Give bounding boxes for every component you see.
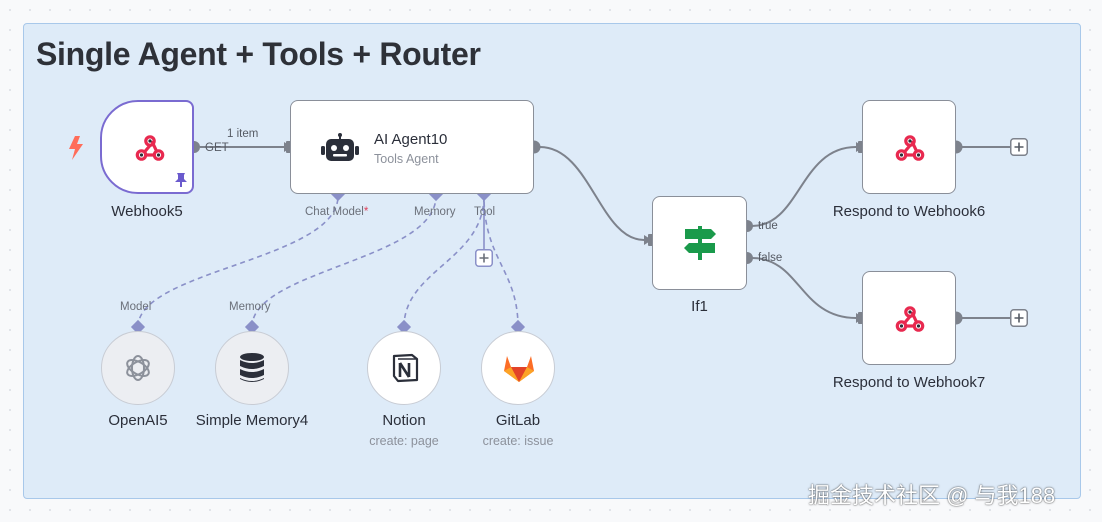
respond-webhook6-node[interactable] — [862, 100, 956, 194]
if-true-label: true — [758, 220, 778, 232]
notion-node[interactable] — [367, 331, 441, 405]
required-asterisk: * — [363, 206, 369, 218]
webhook-icon — [895, 135, 925, 161]
notion-subtitle: create: page — [369, 434, 439, 448]
tool-port-label: Tool — [474, 206, 496, 218]
pin-icon — [175, 173, 187, 187]
notion-icon — [392, 353, 419, 383]
memory4-port-label: Memory — [229, 301, 271, 313]
respond-webhook6-label: Respond to Webhook6 — [832, 203, 986, 220]
if1-label: If1 — [691, 298, 708, 315]
edge-item-count-label: 1 item — [227, 128, 259, 140]
gitlab-node[interactable] — [481, 331, 555, 405]
if1-node[interactable] — [652, 196, 747, 290]
edge-method-label: GET — [205, 142, 229, 154]
ai-agent-node[interactable] — [290, 100, 534, 194]
simple-memory4-node[interactable] — [215, 331, 289, 405]
openai5-label: OpenAI5 — [108, 412, 168, 429]
add-node-after-respond7-button[interactable] — [1010, 309, 1028, 327]
sticky-note-title: Single Agent + Tools + Router — [36, 36, 481, 72]
if-false-label: false — [758, 252, 783, 264]
add-node-after-respond6-button[interactable] — [1010, 138, 1028, 156]
gitlab-label: GitLab — [495, 412, 541, 429]
memory-port-label: Memory — [414, 206, 456, 218]
webhook-icon — [895, 306, 925, 332]
robot-icon — [321, 133, 359, 161]
add-tool-button[interactable] — [475, 249, 493, 267]
ai-agent-subtitle: Tools Agent — [374, 152, 439, 166]
watermark: 掘金技术社区 @ 与我188 — [808, 483, 1056, 508]
chat-model-port-label: Chat Model* — [305, 206, 369, 218]
notion-label: Notion — [382, 412, 426, 429]
gitlab-subtitle: create: issue — [482, 434, 554, 448]
database-icon — [240, 353, 264, 382]
openai5-node[interactable] — [101, 331, 175, 405]
simple-memory4-label: Simple Memory4 — [195, 412, 309, 429]
openai-port-label: Model — [120, 301, 152, 313]
webhook-icon — [135, 135, 165, 161]
lightning-icon — [69, 136, 83, 160]
webhook5-node[interactable] — [100, 100, 194, 194]
webhook5-label: Webhook5 — [111, 203, 183, 220]
respond-webhook7-label: Respond to Webhook7 — [832, 374, 986, 391]
ai-agent-title: AI Agent10 — [374, 131, 448, 148]
gitlab-icon — [504, 356, 534, 382]
signpost-icon — [684, 226, 716, 260]
respond-webhook7-node[interactable] — [862, 271, 956, 365]
openai-icon — [126, 355, 150, 381]
